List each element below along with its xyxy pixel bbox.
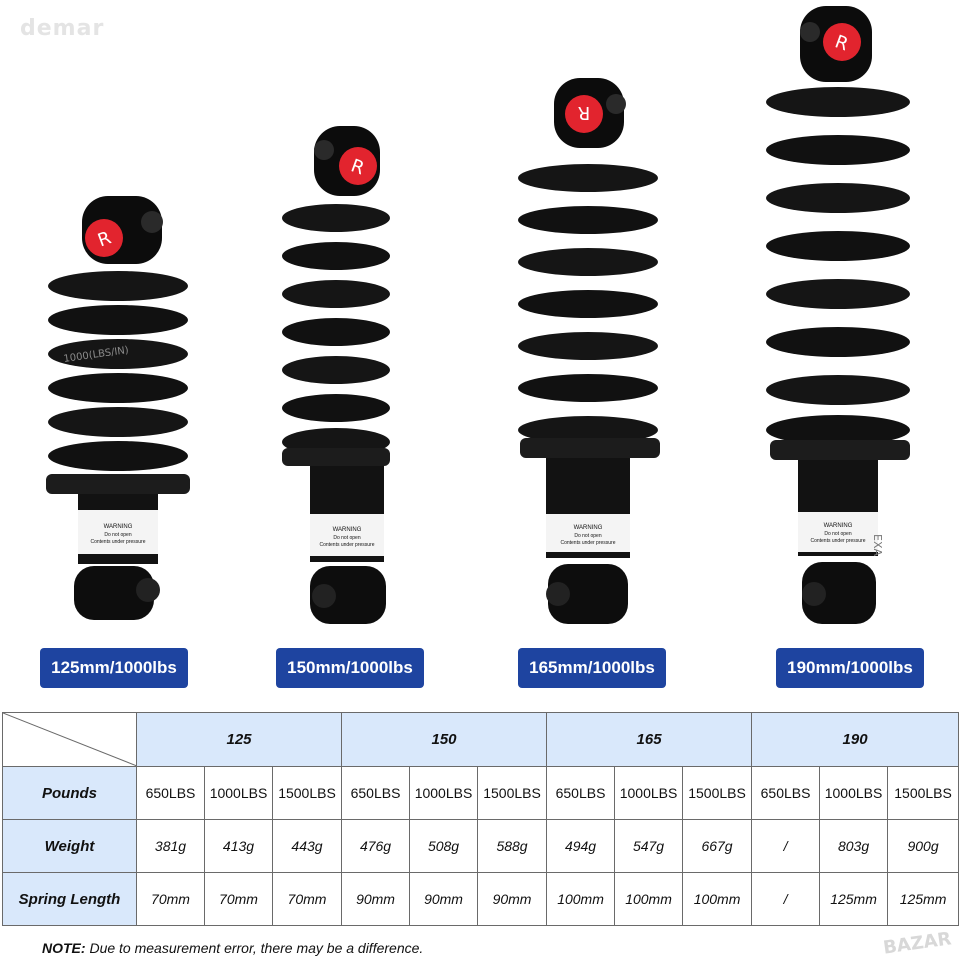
table-corner-cell <box>2 712 137 767</box>
shock-absorber-190: R WARNING Do not open Contents under pre… <box>764 4 914 628</box>
row-label-pounds: Pounds <box>2 766 137 820</box>
note-label: NOTE: <box>42 940 86 956</box>
table-cell: 508g <box>409 819 479 873</box>
table-cell: 70mm <box>204 872 273 926</box>
group-header-150: 150 <box>341 712 548 767</box>
size-label-125: 125mm/1000lbs <box>40 648 188 688</box>
table-cell: / <box>751 872 821 926</box>
table-cell: 476g <box>341 819 411 873</box>
svg-text:R: R <box>578 102 591 123</box>
table-cell: 1500LBS <box>887 766 960 820</box>
table-cell: 100mm <box>682 872 753 926</box>
svg-text:Do not open: Do not open <box>104 532 131 538</box>
group-header-190: 190 <box>751 712 960 767</box>
svg-text:WARNING: WARNING <box>574 525 603 531</box>
table-cell: 90mm <box>409 872 479 926</box>
table-cell: 667g <box>682 819 753 873</box>
svg-text:Contents under pressure: Contents under pressure <box>319 542 374 548</box>
table-cell: 1000LBS <box>409 766 479 820</box>
table-cell: 900g <box>887 819 960 873</box>
svg-text:Do not open: Do not open <box>574 533 601 539</box>
coil-spring <box>282 204 390 456</box>
table-row-spring-length: Spring Length 70mm 70mm 70mm 90mm 90mm 9… <box>2 872 960 926</box>
svg-text:EXA: EXA <box>871 534 884 556</box>
table-cell: 125mm <box>819 872 889 926</box>
table-cell: 1000LBS <box>819 766 889 820</box>
svg-text:Do not open: Do not open <box>824 531 851 537</box>
table-header-row: 125 150 165 190 <box>2 712 960 767</box>
table-cell: 100mm <box>614 872 684 926</box>
group-header-165: 165 <box>546 712 753 767</box>
size-label-190: 190mm/1000lbs <box>776 648 924 688</box>
measurement-note: NOTE: Due to measurement error, there ma… <box>42 940 423 956</box>
coil-spring <box>766 87 910 445</box>
table-cell: 588g <box>477 819 548 873</box>
svg-text:Do not open: Do not open <box>333 535 360 541</box>
brand-logo-icon <box>823 23 861 61</box>
table-cell: 443g <box>271 819 343 873</box>
table-cell: 413g <box>204 819 273 873</box>
watermark-bottom-right: BAZAR <box>881 928 953 959</box>
spec-table: 125 150 165 190 Pounds 650LBS 1000LBS 15… <box>2 712 960 926</box>
table-cell: 650LBS <box>341 766 411 820</box>
table-cell: 547g <box>614 819 684 873</box>
note-text: Due to measurement error, there may be a… <box>89 940 424 956</box>
row-label-weight: Weight <box>2 819 137 873</box>
table-cell: 803g <box>819 819 889 873</box>
table-cell: 70mm <box>271 872 343 926</box>
table-cell: 1500LBS <box>477 766 548 820</box>
svg-text:Contents under pressure: Contents under pressure <box>90 539 145 545</box>
table-cell: 70mm <box>136 872 205 926</box>
svg-text:WARNING: WARNING <box>104 524 133 530</box>
table-cell: 650LBS <box>751 766 821 820</box>
svg-text:Contents under pressure: Contents under pressure <box>560 540 615 546</box>
coil-spring <box>518 164 658 444</box>
table-cell: 90mm <box>477 872 548 926</box>
table-cell: 650LBS <box>136 766 205 820</box>
table-cell: 1500LBS <box>271 766 343 820</box>
table-cell: 381g <box>136 819 205 873</box>
table-row-weight: Weight 381g 413g 443g 476g 508g 588g 494… <box>2 819 960 873</box>
size-label-150: 150mm/1000lbs <box>276 648 424 688</box>
row-label-spring-length: Spring Length <box>2 872 137 926</box>
coil-spring <box>48 271 188 471</box>
watermark-top-left: demar <box>20 16 105 41</box>
table-cell: 100mm <box>546 872 616 926</box>
table-cell: 650LBS <box>546 766 616 820</box>
group-header-125: 125 <box>135 712 343 767</box>
size-label-165: 165mm/1000lbs <box>518 648 666 688</box>
shock-absorber-125: R 1000(LBS/IN) WARNING Do not open Conte… <box>44 192 192 624</box>
table-row-pounds: Pounds 650LBS 1000LBS 1500LBS 650LBS 100… <box>2 766 960 820</box>
shock-absorber-150: R WARNING Do not open Contents under pre… <box>280 122 392 628</box>
table-cell: 125mm <box>887 872 960 926</box>
brand-logo-icon <box>565 95 603 133</box>
brand-logo-icon <box>85 219 123 257</box>
shock-absorber-165: R WARNING Do not open Contents under pre… <box>516 74 664 628</box>
table-cell: / <box>751 819 821 873</box>
table-cell: 494g <box>546 819 616 873</box>
svg-text:WARNING: WARNING <box>333 527 362 533</box>
table-cell: 1500LBS <box>682 766 753 820</box>
brand-logo-icon <box>339 147 377 185</box>
svg-text:WARNING: WARNING <box>824 523 853 529</box>
table-cell: 1000LBS <box>204 766 273 820</box>
table-cell: 90mm <box>341 872 411 926</box>
table-cell: 1000LBS <box>614 766 684 820</box>
svg-text:Contents under pressure: Contents under pressure <box>810 538 865 544</box>
